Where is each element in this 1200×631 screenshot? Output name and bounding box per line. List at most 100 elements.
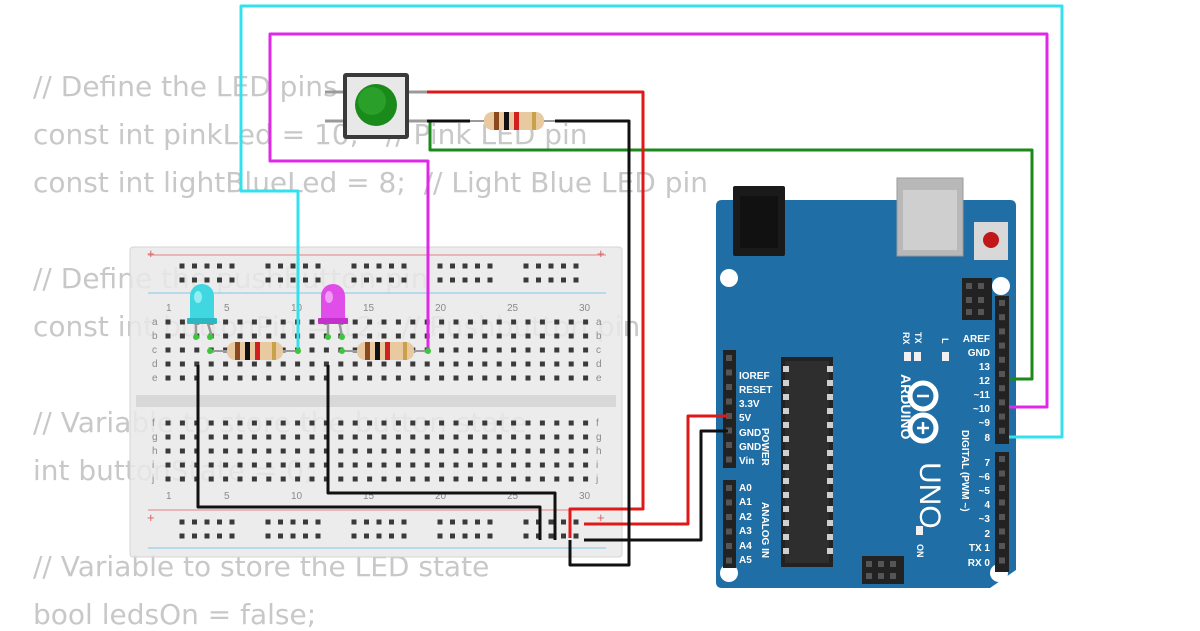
breadboard-hole	[539, 333, 545, 339]
breadboard-hole	[539, 361, 545, 367]
breadboard-hole	[525, 434, 531, 440]
breadboard-hole	[539, 476, 545, 482]
breadboard-hole	[376, 519, 382, 525]
breadboard-hole	[525, 347, 531, 353]
column-number: 20	[435, 491, 447, 502]
breadboard-hole	[309, 448, 315, 454]
breadboard-hole	[496, 462, 502, 468]
breadboard-hole	[487, 263, 493, 269]
chip-pin	[827, 408, 833, 414]
header-pin	[866, 561, 872, 567]
pin-label: ~10	[973, 404, 990, 415]
breadboard-hole	[290, 263, 296, 269]
wire-red-5v	[584, 414, 728, 526]
breadboard[interactable]: + + + + 1 5 10 15 20 25 30 1 5 10 15 20 …	[129, 246, 623, 558]
breadboard-hole	[278, 263, 283, 269]
chip-pin	[783, 380, 789, 386]
row-letter: i	[152, 460, 154, 471]
chip-pin	[783, 548, 789, 554]
breadboard-hole	[573, 519, 579, 525]
column-number: 30	[579, 303, 591, 314]
breadboard-hole	[439, 333, 445, 339]
row-letter: a	[596, 317, 602, 328]
breadboard-hole	[204, 519, 210, 525]
breadboard-hole	[367, 375, 373, 381]
breadboard-hole	[165, 319, 171, 325]
resistor-led-blue[interactable]	[207, 342, 301, 360]
header-pin	[999, 300, 1005, 306]
breadboard-hole	[583, 462, 589, 468]
breadboard-hole	[179, 277, 185, 283]
breadboard-hole	[439, 434, 445, 440]
column-number: 10	[291, 491, 303, 502]
breadboard-hole	[266, 319, 272, 325]
breadboard-hole	[554, 420, 560, 426]
breadboard-hole	[266, 434, 272, 440]
breadboard-hole	[352, 476, 358, 482]
breadboard-hole	[523, 277, 529, 283]
arduino-uno-board[interactable]: IOREF RESET 3.3V 5V GND GND Vin POWER A0…	[716, 177, 1016, 588]
breadboard-hole	[265, 533, 271, 539]
breadboard-hole	[364, 519, 369, 525]
column-number: 25	[507, 303, 519, 314]
breadboard-hole	[511, 434, 517, 440]
breadboard-hole	[467, 448, 473, 454]
led-pink[interactable]	[318, 284, 348, 340]
header-pin	[999, 427, 1005, 434]
breadboard-hole	[237, 361, 243, 367]
breadboard-hole	[561, 277, 566, 283]
breadboard-hole	[229, 533, 235, 539]
tx-label: TX	[913, 332, 923, 344]
breadboard-hole	[568, 375, 574, 381]
breadboard-hole	[223, 333, 229, 339]
pushbutton[interactable]	[325, 73, 427, 139]
breadboard-hole	[467, 420, 473, 426]
breadboard-hole	[217, 263, 222, 269]
breadboard-hole	[266, 476, 272, 482]
resistor-button[interactable]	[427, 112, 555, 130]
breadboard-hole	[539, 319, 545, 325]
chip-pin	[783, 534, 789, 540]
breadboard-hole	[179, 420, 185, 426]
column-number: 5	[224, 303, 230, 314]
chip-pin	[827, 548, 833, 554]
breadboard-hole	[352, 361, 358, 367]
row-letter: g	[152, 432, 158, 443]
breadboard-hole	[511, 361, 517, 367]
breadboard-hole	[208, 434, 214, 440]
header-pin	[978, 283, 984, 289]
breadboard-hole	[568, 361, 574, 367]
wires[interactable]	[196, 4, 1064, 567]
breadboard-hole	[410, 448, 416, 454]
header-pin	[878, 561, 884, 567]
digital-header-top	[995, 296, 1009, 444]
breadboard-hole	[179, 476, 185, 482]
breadboard-hole	[437, 263, 443, 269]
breadboard-hole	[439, 420, 445, 426]
led-light-blue[interactable]	[187, 284, 217, 340]
chip-pin	[827, 478, 833, 484]
breadboard-hole	[223, 420, 229, 426]
breadboard-hole	[179, 533, 185, 539]
breadboard-hole	[467, 361, 473, 367]
breadboard-hole	[583, 375, 589, 381]
breadboard-hole	[265, 263, 271, 269]
code-line: const int pinkLed = 10; // Pink LED pin	[33, 118, 588, 151]
column-number: 20	[435, 303, 447, 314]
digital-pin-labels: AREF GND 13 12 ~11 ~10 ~9 8 7 ~6 ~5 4 ~3…	[959, 334, 990, 569]
breadboard-hole	[439, 448, 445, 454]
breadboard-hole	[395, 375, 401, 381]
breadboard-hole	[467, 347, 473, 353]
column-number: 5	[224, 491, 230, 502]
rx-label: RX	[901, 332, 911, 345]
breadboard-hole	[548, 519, 554, 525]
resistor-led-pink[interactable]	[339, 342, 431, 360]
breadboard-hole	[424, 420, 430, 426]
breadboard-hole	[395, 462, 401, 468]
breadboard-hole	[539, 448, 545, 454]
row-letter: h	[152, 446, 158, 457]
breadboard-hole	[290, 519, 296, 525]
pin-label: A2	[739, 512, 752, 523]
breadboard-hole	[237, 476, 243, 482]
breadboard-hole	[548, 533, 554, 539]
